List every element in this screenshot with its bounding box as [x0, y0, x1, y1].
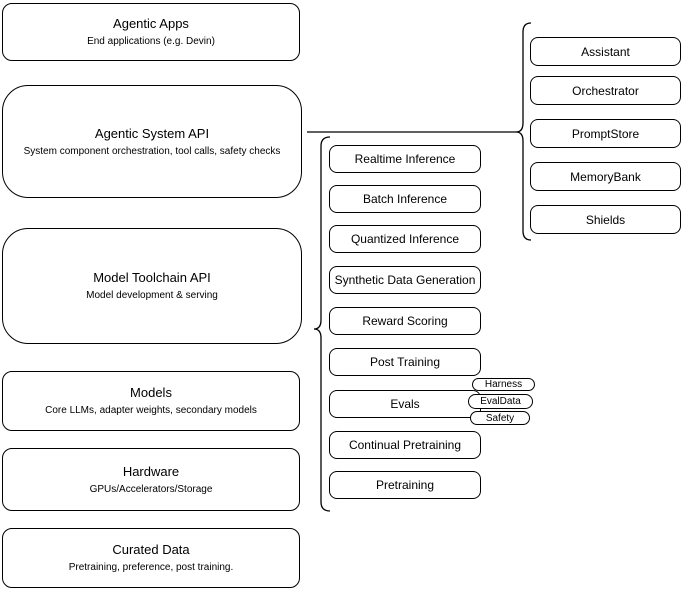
- node-orchestrator: Orchestrator: [530, 76, 681, 105]
- toolchain-curly-brace-icon: [313, 136, 331, 512]
- node-model-toolchain-api: Model Toolchain API Model development & …: [2, 228, 302, 344]
- node-title: Agentic Apps: [113, 16, 189, 31]
- node-curated-data: Curated Data Pretraining, preference, po…: [2, 528, 300, 588]
- node-title: Agentic System API: [94, 125, 210, 141]
- node-synthetic-data-generation: Synthetic Data Generation: [329, 266, 481, 294]
- node-models: Models Core LLMs, adapter weights, secon…: [2, 371, 300, 431]
- tag-harness: Harness: [472, 378, 535, 391]
- node-shields: Shields: [530, 205, 681, 234]
- node-pretraining: Pretraining: [329, 471, 481, 499]
- node-batch-inference: Batch Inference: [329, 185, 481, 213]
- node-evals: Evals: [329, 390, 481, 418]
- components-curly-brace-icon: [515, 22, 532, 241]
- node-promptstore: PromptStore: [530, 119, 681, 148]
- node-title: Hardware: [122, 463, 180, 479]
- node-subtitle: System component orchestration, tool cal…: [23, 145, 281, 157]
- node-title: Model Toolchain API: [93, 270, 211, 285]
- node-agentic-system-api: Agentic System API System component orch…: [2, 85, 302, 198]
- node-continual-pretraining: Continual Pretraining: [329, 431, 481, 459]
- tag-evaldata: EvalData: [468, 394, 533, 409]
- tag-safety: Safety: [470, 411, 530, 425]
- node-agentic-apps: Agentic Apps End applications (e.g. Devi…: [2, 3, 300, 61]
- node-title: Curated Data: [112, 542, 190, 557]
- node-title: Models: [130, 385, 172, 400]
- node-subtitle: Pretraining, preference, post training.: [68, 562, 234, 573]
- node-subtitle: End applications (e.g. Devin): [87, 36, 215, 47]
- node-subtitle: Core LLMs, adapter weights, secondary mo…: [45, 405, 257, 416]
- node-post-training: Post Training: [329, 348, 481, 376]
- node-subtitle: Model development & serving: [86, 290, 218, 301]
- node-subtitle: GPUs/Accelerators/Storage: [89, 483, 213, 495]
- node-hardware: Hardware GPUs/Accelerators/Storage: [2, 448, 300, 511]
- node-memorybank: MemoryBank: [530, 162, 681, 191]
- node-quantized-inference: Quantized Inference: [329, 225, 481, 253]
- node-assistant: Assistant: [530, 37, 681, 66]
- node-realtime-inference: Realtime Inference: [329, 145, 481, 173]
- node-reward-scoring: Reward Scoring: [329, 307, 481, 335]
